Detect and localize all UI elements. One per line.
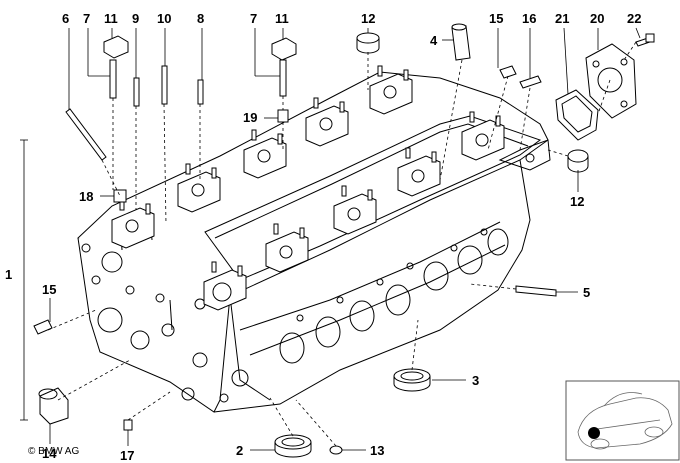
callout-12[interactable]: 12 — [361, 11, 376, 26]
part-4-tube — [451, 23, 471, 61]
part-20-housing — [585, 43, 637, 119]
part-22-screw — [635, 33, 655, 47]
callout-18[interactable]: 18 — [79, 189, 94, 204]
part-17-pin — [123, 419, 133, 431]
part-16-bolt — [519, 75, 542, 89]
callout-21[interactable]: 21 — [555, 11, 570, 26]
callout-9[interactable]: 9 — [132, 11, 140, 26]
part-6-stud — [65, 108, 107, 161]
inset-location-dot — [588, 427, 600, 439]
leader-lines — [20, 27, 641, 451]
part-14-sleeve — [38, 387, 69, 425]
callout-7[interactable]: 7 — [83, 11, 91, 26]
callout-15[interactable]: 15 — [42, 282, 57, 297]
callout-7[interactable]: 7 — [250, 11, 258, 26]
part-10-stud — [161, 65, 168, 105]
part-12-plug-top — [356, 32, 380, 54]
callout-17[interactable]: 17 — [120, 448, 135, 463]
part-18-sleeve — [113, 189, 127, 203]
inset-thumbnail — [565, 380, 680, 461]
callout-16[interactable]: 16 — [522, 11, 537, 26]
callout-10[interactable]: 10 — [157, 11, 172, 26]
part-15-dowel-left — [33, 319, 53, 335]
part-3-seal — [393, 368, 431, 392]
callout-6[interactable]: 6 — [62, 11, 70, 26]
part-2-seal — [274, 434, 312, 458]
callout-4[interactable]: 4 — [430, 33, 438, 48]
part-12-plug-right — [567, 149, 589, 173]
bearing-caps-rear — [111, 65, 413, 249]
part-7-stud-left — [109, 59, 117, 99]
callout-3[interactable]: 3 — [472, 373, 480, 388]
part-9-stud — [133, 77, 140, 107]
part-15-dowel-top — [499, 65, 517, 79]
callout-11[interactable]: 11 — [275, 11, 289, 26]
callout-22[interactable]: 22 — [627, 11, 642, 26]
part-5-stud — [515, 285, 557, 297]
callout-2[interactable]: 2 — [236, 443, 244, 458]
part-11-cap-right — [271, 37, 297, 61]
part-19-sleeve — [277, 109, 289, 123]
callout-12[interactable]: 12 — [570, 194, 585, 209]
part-13-ring — [329, 445, 343, 455]
callout-14[interactable]: 14 — [42, 446, 57, 461]
part-11-cap-left — [103, 35, 129, 59]
callout-8[interactable]: 8 — [197, 11, 205, 26]
callout-19[interactable]: 19 — [243, 110, 258, 125]
callout-5[interactable]: 5 — [583, 285, 591, 300]
part-7-stud-right — [279, 59, 287, 97]
callout-1[interactable]: 1 — [5, 267, 13, 282]
copyright-notice: © BMW AG — [28, 446, 80, 457]
part-8-stud — [197, 79, 204, 105]
callout-20[interactable]: 20 — [590, 11, 605, 26]
callout-11[interactable]: 11 — [104, 11, 118, 26]
callout-13[interactable]: 13 — [370, 443, 385, 458]
part-21-gasket — [555, 89, 599, 141]
cylinder-head — [77, 71, 551, 413]
callout-15[interactable]: 15 — [489, 11, 504, 26]
